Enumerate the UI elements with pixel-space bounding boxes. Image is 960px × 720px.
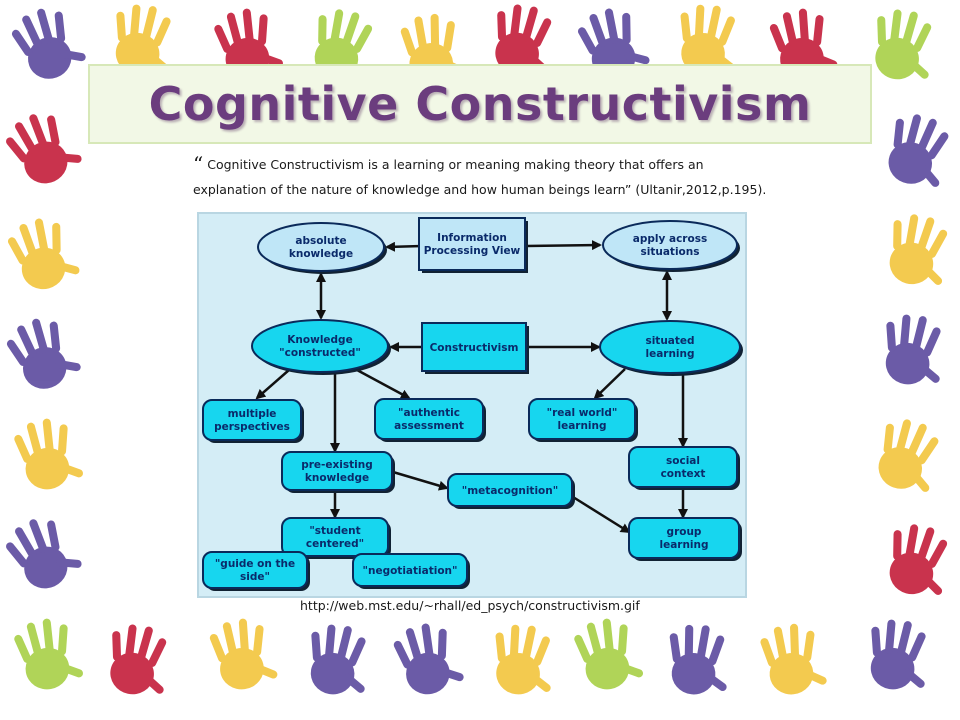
node-realworld-label-1: "real world" — [547, 407, 618, 419]
arrow-ipv-to-absolute — [385, 241, 423, 252]
arrow-metacognition-to-group — [572, 495, 631, 534]
handprint-icon — [861, 614, 937, 696]
node-knowledge: Knowledge"constructed" — [251, 319, 391, 375]
node-preexisting-label-1: pre-existing — [301, 459, 373, 471]
node-social-label-2: context — [661, 468, 706, 480]
node-negotiation: "negotiatiation" — [352, 553, 470, 589]
node-student-label-1: "student — [309, 525, 360, 537]
node-social-label-1: social — [666, 455, 700, 467]
node-apply-label-1: apply across — [633, 233, 707, 245]
handprint-icon — [570, 613, 647, 694]
node-metacognition-label-1: "metacognition" — [462, 485, 558, 497]
handprint-icon — [6, 0, 91, 88]
node-group-label-1: group — [667, 526, 702, 538]
quote-line-1: “Cognitive Constructivism is a learning … — [193, 152, 833, 177]
node-preexisting-label-2: knowledge — [305, 472, 369, 484]
node-absolute-label-2: knowledge — [289, 248, 353, 260]
node-situated-label-2: learning — [645, 348, 694, 360]
handprint-icon — [10, 413, 87, 494]
handprint-icon — [0, 102, 88, 194]
handprint-icon — [758, 620, 830, 698]
node-absolute-label-1: absolute — [295, 235, 346, 247]
node-apply-label-2: situations — [641, 246, 700, 258]
handprint-icon — [206, 614, 281, 694]
open-quote-mark: “ — [193, 152, 204, 176]
node-ipv-label-2: Processing View — [424, 245, 521, 257]
node-constructivism-label-1: Constructivism — [430, 342, 519, 354]
handprint-icon — [865, 3, 943, 87]
handprint-icon — [876, 309, 952, 391]
diagram-edges — [255, 240, 688, 534]
quote-line-2: explanation of the nature of knowledge a… — [193, 182, 767, 197]
handprint-icon — [1, 309, 86, 398]
node-multiple-label-2: perspectives — [214, 421, 290, 433]
arrow-knowledge-to-authentic — [356, 368, 411, 400]
handprint-icon — [3, 211, 84, 296]
node-ipv-label-1: Information — [437, 232, 507, 244]
handprint-icon — [10, 613, 87, 694]
handprint-icon — [876, 106, 960, 195]
node-authentic-label-2: assessment — [394, 420, 464, 432]
arrow-knowledge-to-multiple — [255, 369, 290, 400]
arrow-preexisting-to-metacognition — [392, 470, 449, 491]
node-group-label-2: learning — [659, 539, 708, 551]
slide-title: Cognitive Constructivism — [148, 77, 812, 131]
node-negotiation-label-1: "negotiatiation" — [363, 565, 458, 577]
handprint-icon — [100, 618, 178, 702]
source-url: http://web.mst.edu/~rhall/ed_psych/const… — [300, 598, 640, 613]
node-realworld-label-2: learning — [557, 420, 606, 432]
handprint-icon — [663, 621, 735, 699]
handprint-icon — [866, 411, 951, 500]
handprint-icon — [301, 619, 377, 701]
quote-text-1: Cognitive Constructivism is a learning o… — [207, 157, 704, 172]
quote-block: “Cognitive Constructivism is a learning … — [193, 152, 833, 202]
node-authentic-label-1: "authentic — [398, 407, 460, 419]
node-multiple-label-1: multiple — [228, 408, 277, 420]
arrow-situated-to-realworld — [593, 368, 626, 400]
node-knowledge-label-2: "constructed" — [279, 347, 361, 359]
handprint-icon — [487, 620, 561, 700]
node-guide-label-1: "guide on the — [215, 558, 295, 570]
node-situated-label-1: situated — [645, 335, 694, 347]
node-student-label-2: centered" — [306, 538, 364, 550]
handprint-icon — [878, 207, 959, 293]
node-guide-label-2: side" — [240, 571, 270, 583]
title-banner: Cognitive Constructivism — [88, 64, 872, 144]
node-constructivism: Constructivism — [421, 322, 529, 374]
node-realworld: "real world"learning — [528, 398, 638, 442]
handprint-icon — [389, 617, 468, 700]
node-metacognition: "metacognition" — [447, 473, 575, 509]
handprint-icon — [0, 507, 88, 599]
arrow-ipv-to-apply — [525, 240, 602, 251]
handprint-icon — [878, 517, 959, 603]
node-knowledge-label-1: Knowledge — [287, 334, 352, 346]
